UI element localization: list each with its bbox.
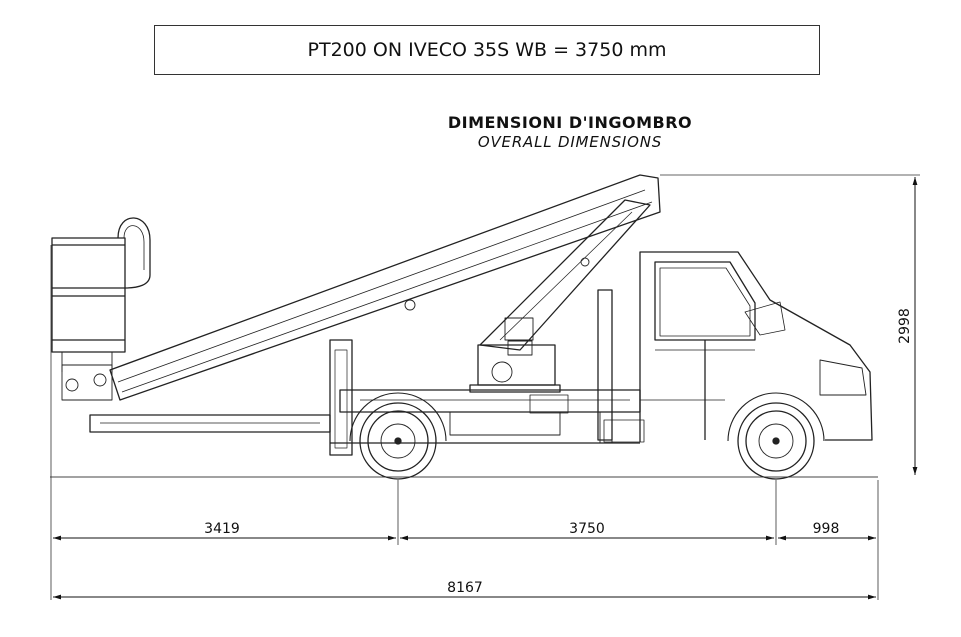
extension-lines	[50, 174, 920, 600]
truck-illustration	[50, 174, 878, 480]
dim-front-overhang: 3419	[204, 521, 240, 537]
dim-rear-overhang: 998	[813, 521, 840, 537]
heading-english: OVERALL DIMENSIONS	[477, 133, 663, 151]
title-box: PT200 ON IVECO 35S WB = 3750 mm	[154, 25, 820, 75]
dimension-lines	[53, 177, 918, 600]
heading: DIMENSIONI D'INGOMBRO OVERALL DIMENSIONS	[420, 113, 720, 151]
dim-overall-height: 2998	[897, 308, 913, 344]
heading-italian: DIMENSIONI D'INGOMBRO	[447, 113, 693, 132]
diagram-title: PT200 ON IVECO 35S WB = 3750 mm	[307, 39, 667, 61]
dim-wheelbase: 3750	[569, 521, 605, 537]
dim-overall-length: 8167	[447, 580, 483, 596]
